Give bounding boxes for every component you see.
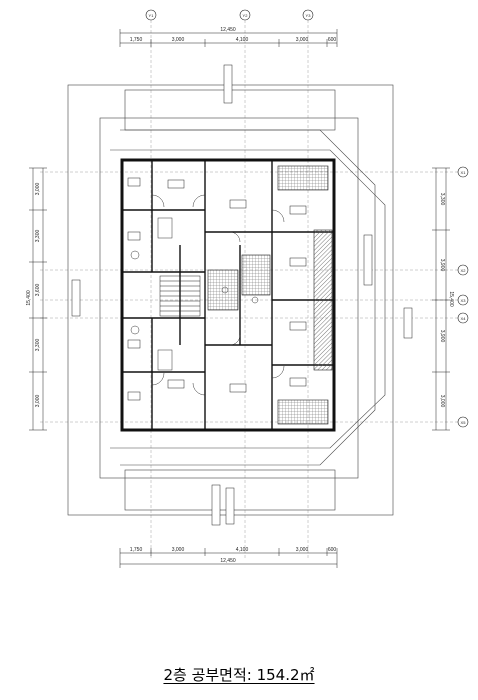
caption-text: 2층 공부면적: 154.2㎡ — [163, 666, 315, 684]
hatched-areas — [207, 165, 333, 425]
dimension-bottom — [119, 548, 338, 568]
grid-label-top: Y3 — [306, 13, 312, 18]
dim-top: 4,100 — [236, 37, 249, 43]
dim-bottom: 3,000 — [296, 547, 309, 553]
dim-left: 3,000 — [35, 395, 41, 408]
dim-left: 3,300 — [35, 339, 41, 352]
dim-left: 3,300 — [35, 230, 41, 243]
stair — [159, 275, 201, 317]
grid-bubbles-right: X1 X2 X3 X4 X5 — [457, 166, 469, 428]
dim-right: 3,300 — [439, 193, 445, 206]
dim-bottom: 3,000 — [172, 547, 185, 553]
dim-right: 3,000 — [439, 395, 445, 408]
dim-top: 3,000 — [172, 37, 185, 43]
grid-label-right: X1 — [461, 170, 467, 175]
dim-bottom: 1,750 — [130, 547, 143, 553]
dimension-right — [432, 167, 450, 431]
dim-right: 3,900 — [439, 330, 445, 343]
dim-left: 3,000 — [35, 183, 41, 196]
dim-right: 3,900 — [439, 259, 445, 272]
floor-area-caption: 2층 공부면적: 154.2㎡ — [0, 664, 478, 685]
dim-top: 3,000 — [296, 37, 309, 43]
door-swings — [151, 194, 285, 396]
building-walls — [120, 158, 336, 432]
grid-bubbles-top: Y1 Y2 Y3 — [145, 9, 314, 21]
grid-label-right: X4 — [461, 316, 467, 321]
dim-total-bottom: 12,450 — [220, 558, 236, 564]
floor-plan-drawing: Y1 Y2 Y3 X1 X2 X3 X4 X5 12,450 1,750 3,0… — [26, 9, 469, 568]
dim-total-left: 15,400 — [26, 290, 32, 306]
grid-label-right: X2 — [461, 268, 467, 273]
dim-top: 600 — [328, 37, 337, 43]
dim-bottom: 600 — [328, 547, 337, 553]
annotation-boxes — [71, 64, 413, 526]
dim-total-top: 12,450 — [220, 27, 236, 33]
dimension-top — [119, 29, 338, 47]
dim-total-right: 15,400 — [448, 291, 454, 307]
room-tags — [127, 177, 307, 401]
dim-top: 1,750 — [130, 37, 143, 43]
fixtures — [130, 217, 259, 371]
dim-bottom: 4,100 — [236, 547, 249, 553]
dim-left: 3,600 — [35, 284, 41, 297]
grid-label-right: X3 — [461, 298, 467, 303]
dimension-left — [29, 167, 47, 431]
grid-label-right: X5 — [461, 420, 467, 425]
grid-label-top: Y2 — [243, 13, 249, 18]
grid-label-top: Y1 — [149, 13, 155, 18]
